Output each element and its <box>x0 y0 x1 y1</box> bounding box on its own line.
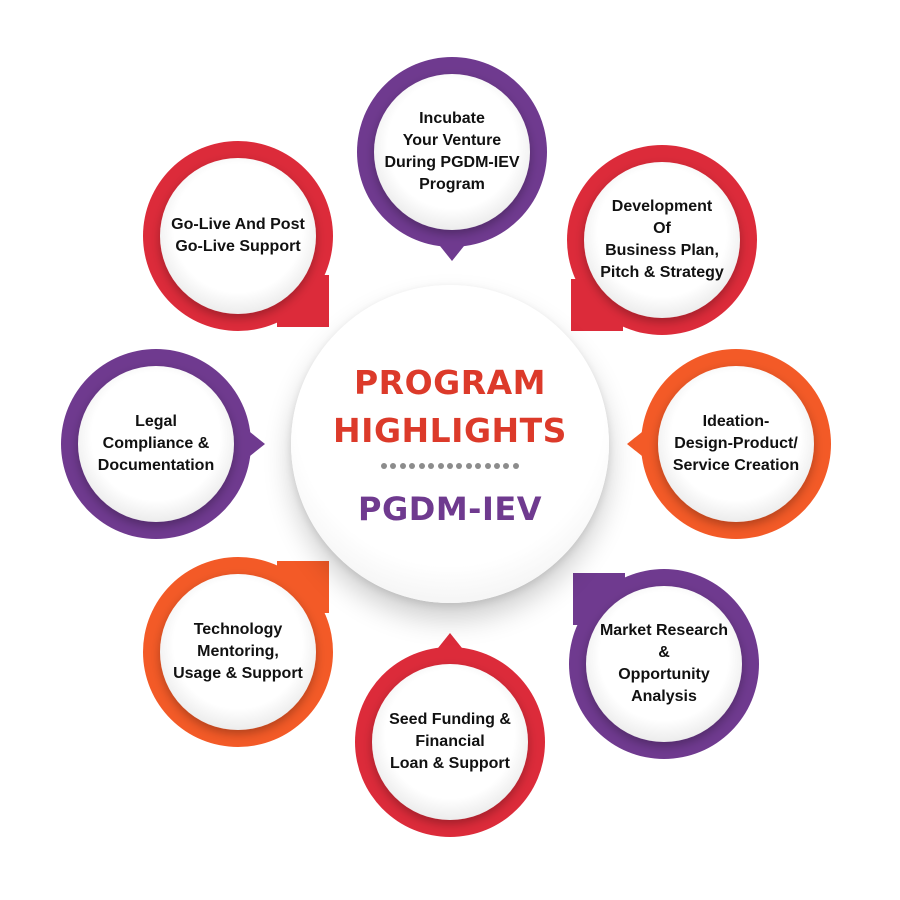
node-go-live-line: Go-Live Support <box>175 238 301 255</box>
node-incubate-venture-ring <box>357 57 547 261</box>
node-market-research-line: & <box>658 644 670 661</box>
hub-title-line1: PROGRAM <box>353 363 547 402</box>
node-incubate-venture-line: Incubate <box>419 110 485 127</box>
node-incubate-venture-line: Your Venture <box>402 132 502 149</box>
node-business-plan-line: Business Plan, <box>605 242 719 259</box>
node-seed-funding-line: Loan & Support <box>390 755 510 772</box>
hub-dot-divider <box>381 463 519 471</box>
node-seed-funding-ring <box>355 633 545 837</box>
node-business-plan-line: Pitch & Strategy <box>600 264 724 281</box>
node-incubate-venture-line: During PGDM-IEV <box>384 154 520 171</box>
node-business-plan-line: Of <box>653 220 671 237</box>
node-ideation-line: Ideation- <box>702 413 770 430</box>
node-business-plan-ring <box>567 145 757 335</box>
node-seed-funding-line: Financial <box>415 733 485 750</box>
node-technology-mentoring-line: Mentoring, <box>197 643 279 660</box>
node-technology-mentoring-line: Technology <box>193 621 283 638</box>
node-ideation-ring <box>627 349 831 539</box>
node-go-live-ring <box>143 141 333 331</box>
node-legal-compliance-line: Documentation <box>97 457 215 474</box>
node-incubate-venture-line: Program <box>419 176 485 193</box>
node-go-live-line: Go-Live And Post <box>171 216 305 233</box>
node-market-research-ring <box>569 569 759 759</box>
hub-title-line2: HIGHLIGHTS <box>333 411 567 450</box>
node-technology-mentoring-line: Usage & Support <box>173 665 303 682</box>
node-ideation-label: Ideation- Design-Product/Service Creation <box>661 369 811 519</box>
node-ideation-line: Service Creation <box>672 457 800 474</box>
node-legal-compliance-line: Legal <box>135 413 177 430</box>
node-ideation-line: Design-Product/ <box>674 435 798 452</box>
node-market-research-line: Market Research <box>599 622 729 639</box>
node-technology-mentoring-ring <box>143 557 333 747</box>
node-market-research-line: Opportunity <box>618 666 710 683</box>
node-business-plan-line: Development <box>611 198 713 215</box>
center-hub: PROGRAM HIGHLIGHTS PGDM-IEV <box>291 285 609 603</box>
node-legal-compliance-line: Compliance & <box>102 435 210 452</box>
hub-subtitle: PGDM-IEV <box>358 490 542 528</box>
node-legal-compliance-ring <box>61 349 265 539</box>
node-market-research-line: Analysis <box>631 688 697 705</box>
node-seed-funding-line: Seed Funding & <box>389 711 511 728</box>
